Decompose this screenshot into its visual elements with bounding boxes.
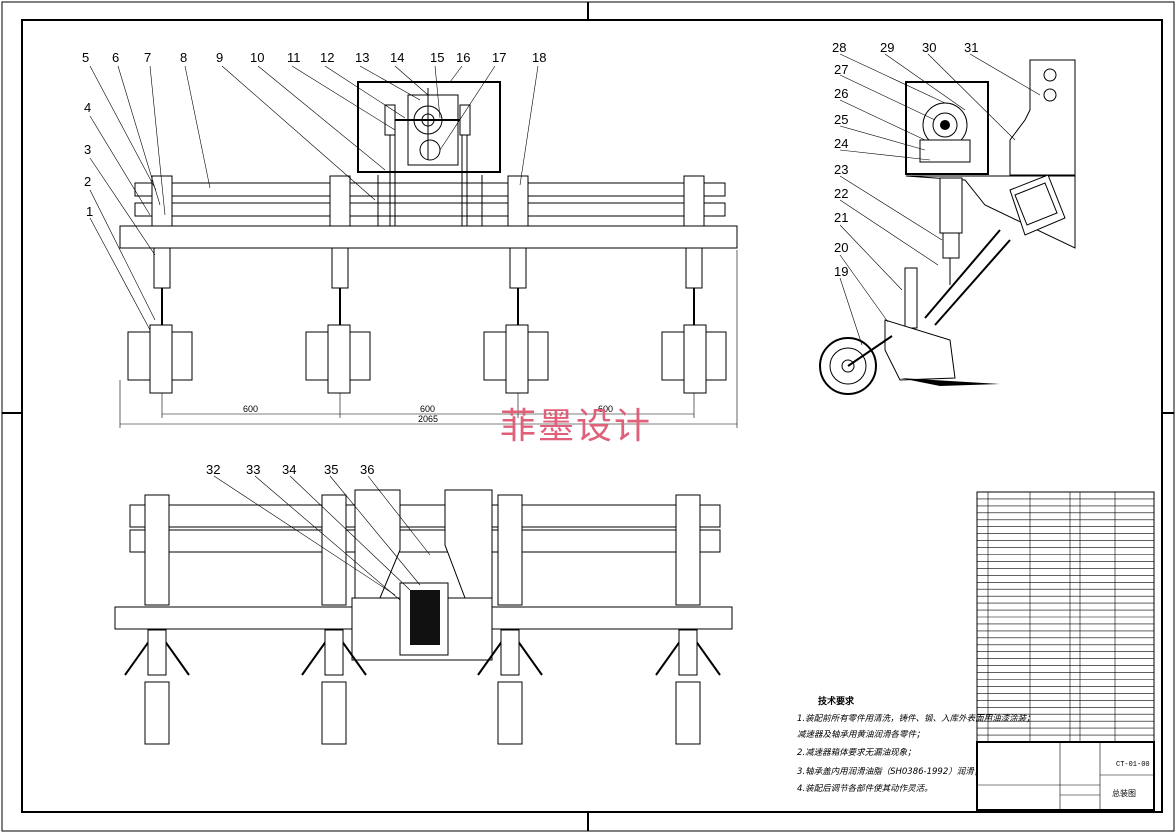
front-callout-17: 17: [492, 50, 506, 65]
note-line-1: 1.装配前所有零件用清洗，铸件、锻、入库外表面用油漆涂装；: [797, 713, 1035, 724]
front-callout-10: 10: [250, 50, 264, 65]
side-callout-25: 25: [834, 112, 848, 127]
front-shank-4: [661, 247, 727, 394]
top-shank-1: [124, 494, 190, 745]
front-shank-2: [305, 247, 371, 394]
top-shank-2: [301, 494, 367, 745]
side-callout-20: 20: [834, 240, 848, 255]
side-callout-27: 27: [834, 62, 848, 77]
drawing-number: CT-01-00: [1116, 761, 1150, 769]
top-callout-33: 33: [246, 462, 260, 477]
side-callout-22: 22: [834, 186, 848, 201]
front-callout-4: 4: [84, 100, 91, 115]
note-line-2: 减速器及轴承用黄油润滑各零件；: [797, 729, 925, 740]
front-callout-9: 9: [216, 50, 223, 65]
top-callout-32: 32: [206, 462, 220, 477]
front-callout-7: 7: [144, 50, 151, 65]
front-callout-12: 12: [320, 50, 334, 65]
top-callout-34: 34: [282, 462, 296, 477]
side-callout-28: 28: [832, 40, 846, 55]
side-callout-26: 26: [834, 86, 848, 101]
top-view: [114, 489, 733, 745]
side-callout-23: 23: [834, 162, 848, 177]
front-callout-18: 18: [532, 50, 546, 65]
top-callout-36: 36: [360, 462, 374, 477]
top-shank-3: [477, 494, 543, 745]
top-callout-35: 35: [324, 462, 338, 477]
side-callout-24: 24: [834, 136, 848, 151]
front-callout-5: 5: [82, 50, 89, 65]
front-callout-14: 14: [390, 50, 404, 65]
front-callout-1: 1: [86, 204, 93, 219]
front-callout-13: 13: [355, 50, 369, 65]
front-callout-11: 11: [287, 50, 301, 65]
front-shank-1: [127, 247, 193, 394]
note-line-4: 3.轴承盖内用润滑油脂（SH0386-1992）润滑；: [797, 766, 982, 777]
top-shank-4: [655, 494, 721, 745]
side-callout-29: 29: [880, 40, 894, 55]
front-callout-6: 6: [112, 50, 119, 65]
front-callout-3: 3: [84, 142, 91, 157]
dim-spacing-2: 600: [420, 404, 435, 414]
side-leaders: [839, 53, 1041, 346]
notes-title: 技术要求: [818, 695, 855, 707]
side-callout-31: 31: [964, 40, 978, 55]
note-line-3: 2.减速器箱体要求无漏油现象；: [797, 747, 916, 758]
parts-list: [976, 491, 1155, 743]
front-shank-3: [483, 247, 549, 394]
top-leaders: [213, 475, 431, 601]
title-block: [976, 741, 1155, 811]
side-view: [819, 59, 1076, 395]
dim-spacing-3: 600: [598, 404, 613, 414]
side-callout-21: 21: [834, 210, 848, 225]
front-callout-8: 8: [180, 50, 187, 65]
front-callout-16: 16: [456, 50, 470, 65]
front-view: [119, 81, 738, 428]
front-callout-2: 2: [84, 174, 91, 189]
note-line-5: 4.装配后调节各部件使其动作灵活。: [797, 783, 933, 794]
watermark: 菲墨设计: [500, 406, 652, 447]
drawing-name: 总装图: [1112, 788, 1136, 798]
side-callout-19: 19: [834, 264, 848, 279]
front-leaders: [89, 65, 539, 331]
front-callout-15: 15: [430, 50, 444, 65]
side-callout-30: 30: [922, 40, 936, 55]
dim-overall-width: 2065: [418, 414, 438, 424]
dim-spacing-1: 600: [243, 404, 258, 414]
inner-border: [21, 19, 1163, 813]
